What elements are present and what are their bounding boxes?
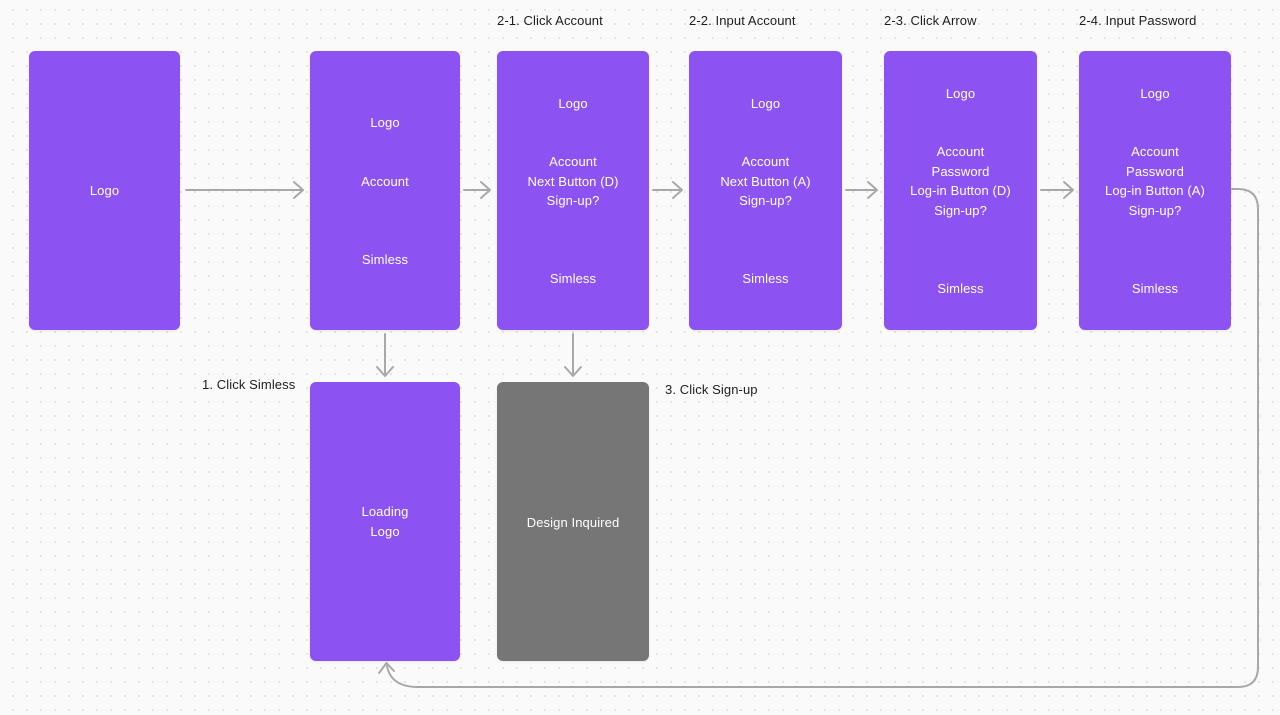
frame-login-home[interactable]: Logo Account Simless	[310, 51, 460, 330]
frame-input-password[interactable]: Logo Account Password Log-in Button (A) …	[1079, 51, 1231, 330]
frame-text-simless: Simless	[361, 252, 409, 267]
frame-text-logo: Logo	[370, 115, 400, 130]
label-step-2-3: 2-3. Click Arrow	[884, 13, 977, 28]
arrow-click-arrow-to-input-password	[1040, 181, 1074, 199]
arrow-splash-to-login	[185, 181, 304, 199]
frame-splash[interactable]: Logo	[29, 51, 180, 330]
frame-text-logo: Logo	[1140, 86, 1170, 101]
frame-text-simless: Simless	[549, 271, 597, 286]
frame-click-arrow[interactable]: Logo Account Password Log-in Button (D) …	[884, 51, 1037, 330]
frame-text-logo: Logo	[89, 183, 120, 198]
arrow-click-account-to-design-inquired	[564, 333, 582, 377]
frame-click-account[interactable]: Logo Account Next Button (D) Sign-up? Si…	[497, 51, 649, 330]
frame-text-logo: Logo	[750, 96, 781, 111]
label-step-2-4: 2-4. Input Password	[1079, 13, 1197, 28]
arrow-input-account-to-click-arrow	[845, 181, 878, 199]
frame-text-design-inquired: Design Inquired	[526, 515, 620, 530]
arrow-click-account-to-input-account	[652, 181, 683, 199]
frame-text-simless: Simless	[1131, 281, 1179, 296]
arrow-login-to-loading	[376, 333, 394, 377]
frame-text-loading-logo: Loading Logo	[361, 504, 409, 539]
frame-text-form: Account Next Button (D) Sign-up?	[527, 154, 619, 208]
frame-text-account: Account	[361, 174, 409, 189]
frame-text-logo: Logo	[558, 96, 588, 111]
arrow-login-to-click-account	[463, 181, 491, 199]
label-step-2-1: 2-1. Click Account	[497, 13, 603, 28]
frame-loading[interactable]: Loading Logo	[310, 382, 460, 661]
frame-text-form: Account Password Log-in Button (A) Sign-…	[1105, 144, 1205, 218]
frame-text-form: Account Next Button (A) Sign-up?	[720, 154, 811, 208]
label-step-1: 1. Click Simless	[202, 377, 296, 392]
frame-design-inquired[interactable]: Design Inquired	[497, 382, 649, 661]
frame-text-simless: Simless	[742, 271, 789, 286]
frame-text-logo: Logo	[945, 86, 976, 101]
frame-text-simless: Simless	[937, 281, 984, 296]
label-step-2-2: 2-2. Input Account	[689, 13, 796, 28]
frame-input-account[interactable]: Logo Account Next Button (A) Sign-up? Si…	[689, 51, 842, 330]
frame-text-form: Account Password Log-in Button (D) Sign-…	[910, 144, 1011, 218]
label-step-3: 3. Click Sign-up	[665, 382, 758, 397]
